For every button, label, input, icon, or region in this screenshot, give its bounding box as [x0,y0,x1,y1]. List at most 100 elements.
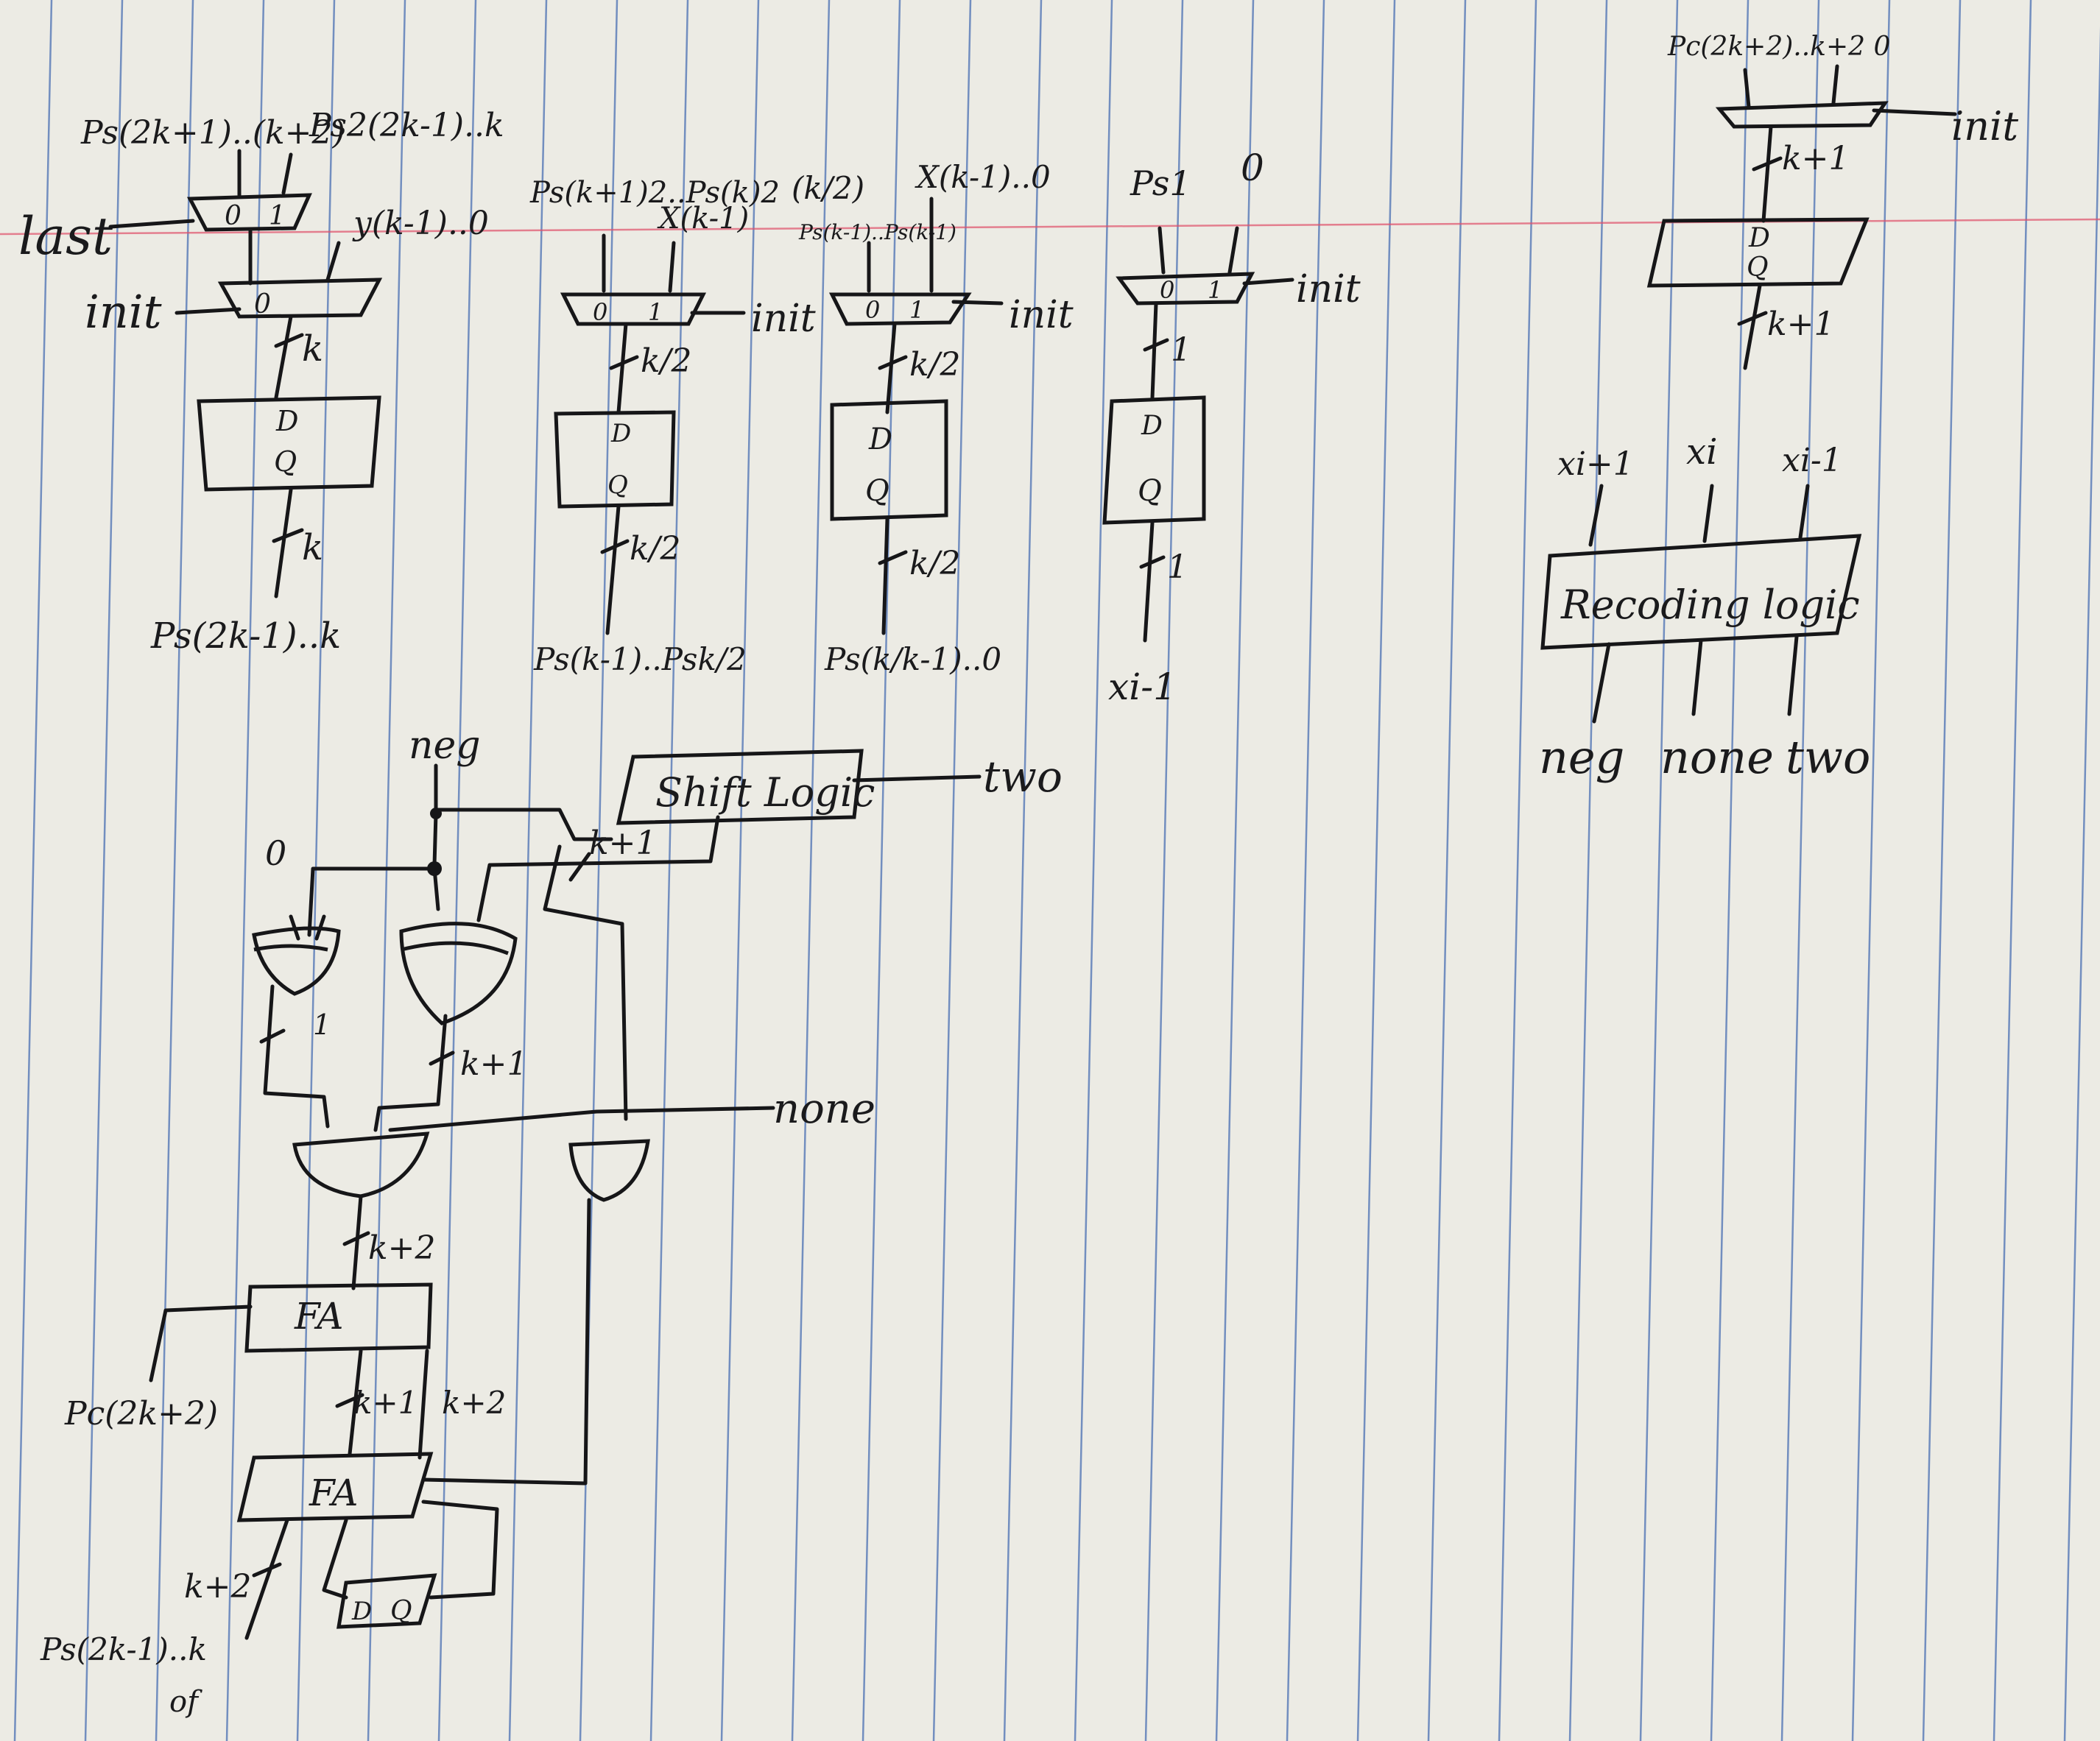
mid-mux-inputs [602,233,676,293]
shift-logic-label: Shift Logic [655,769,875,816]
notebook-rule-line [1286,0,1325,1741]
register-ps-high [197,395,381,492]
and-left-out-slash [342,1231,370,1246]
label-x-k1: X(k-1) [657,202,749,236]
x-mux [828,292,972,326]
and-left-output [351,1194,363,1290]
fa-top-carry-out [149,1304,253,1382]
label-one-xor: 1 [313,1009,331,1041]
init-mux-left [217,278,383,319]
shift-logic-box [616,749,864,825]
notebook-rule-line [862,0,901,1741]
label-ps-k1-0: Ps(k/k-1)..0 [824,641,1001,677]
ps1-register-block: Ps1 0 0 1 init 1 D Q 1 xi-1 [1102,146,1361,708]
ps1-mux-0: 0 [1160,276,1174,304]
notebook-rule-line [1215,0,1255,1741]
label-of: of [169,1685,202,1719]
label-ps-k1-psk2: Ps(k-1)..Psk/2 [533,641,747,677]
xor-gate-left [252,926,341,996]
label-two-in: two [983,752,1063,802]
ps1-one-bus [1150,301,1158,400]
carry-flip-flop [337,1573,437,1629]
ps1-mux-inputs [1158,226,1239,275]
notebook-rule-line [1498,0,1537,1741]
fa-bottom-out-slash [252,1562,282,1578]
recoding-output-wires [1592,635,1799,724]
carry-ff-q: Q [390,1596,412,1626]
ps1-init-wire [1242,278,1294,286]
k-bus-slash [274,333,304,348]
label-zero-top: 0 [1241,146,1264,189]
xor-left-out-slash [259,1028,286,1044]
label-pc-top: Pc(2k+2)..k+2 0 [1667,32,1890,62]
mid-k2-bus [616,322,628,414]
notebook-rule-line [649,0,689,1741]
and-gate-right [568,1139,650,1202]
label-init-left: init [85,285,162,339]
xor-gate-right-arc [401,941,509,956]
label-k2-1: k/2 [641,342,691,380]
pc-init-wire [1872,108,1957,116]
shift-to-and-wire [543,844,628,1121]
label-xi-minus-1: xi-1 [1782,442,1842,479]
ps1-mux [1116,272,1255,306]
label-k-1: k [302,328,323,370]
notebook-rule-line [720,0,760,1741]
label-last: last [18,206,113,266]
label-ps2-2k1-k: Ps2(2k-1)..k [309,107,504,144]
label-xi: xi [1686,431,1717,473]
reg-ps1-d: D [1141,411,1163,441]
notebook-rule-line [13,0,53,1741]
notebook-rule-line [1144,0,1184,1741]
label-xi-plus-1: xi+1 [1557,445,1634,483]
xor-gate-left-arc [253,944,328,952]
notebook-rule-line [1427,0,1467,1741]
label-none-out: none [1660,730,1774,784]
register-ps1 [1102,395,1206,525]
notebook-rule-line [1639,0,1679,1741]
x-k2-slash [878,355,908,370]
pc-mux-inputs [1743,64,1839,109]
xor-gate-right [399,922,518,1025]
reg-x-q: Q [865,474,889,508]
label-pc-2k2: Pc(2k+2) [64,1395,218,1433]
label-k-plus-1-shift: k+1 [589,824,657,862]
label-ps-2k1-k-bottom: Ps(2k-1)..k [40,1631,207,1667]
label-init-ps1: init [1296,267,1361,311]
reg-ps-high-d: D [275,405,298,437]
label-one-1: 1 [1171,331,1191,369]
none-input-wire [388,1106,775,1132]
notebook-rule-line [1710,0,1750,1741]
carry-in-wire [421,1198,591,1486]
ps-mid-output-wire [605,504,621,635]
fa-bottom-sum-out [244,1518,289,1640]
label-k-plus-1-pc-in: k+1 [1782,140,1850,177]
ps-mid-register-block: Ps(k+1)2..Ps(k)2 X(k-1) 0 1 init k/2 D Q… [529,176,816,677]
notebook-rule-line [1851,0,1891,1741]
carry-ff-d: D [351,1597,372,1626]
label-k2-3: k/2 [909,346,960,384]
carry-ff-input [322,1518,348,1600]
pc-out-bus [1743,283,1762,370]
x-out-slash [878,550,908,565]
mux-top-inputs [237,149,293,197]
label-y-k1-0: y(k-1)..0 [352,205,489,242]
neg-to-xor-left [307,866,437,937]
reg-ps-high-q: Q [274,445,297,478]
x-mux-inputs [867,197,934,293]
mid-mux [560,292,707,326]
pc-mux [1715,101,1889,129]
reg-ps-mid-q: Q [607,470,628,500]
notebook-rule-line [1074,0,1113,1741]
notebook-rule-line [1922,0,1962,1741]
notebook-rule-line [225,0,265,1741]
ps1-out-slash [1139,555,1166,569]
ps-high-output-wire [274,487,293,598]
carry-ff-feedback [421,1500,499,1600]
recoding-logic-label: Recoding logic [1560,582,1860,628]
notebook-rule-line [84,0,124,1741]
notebook-rule-line [155,0,194,1741]
label-xi-1: xi-1 [1108,665,1177,708]
pc-in-slash [1752,156,1783,172]
ps1-output-wire [1143,520,1155,643]
